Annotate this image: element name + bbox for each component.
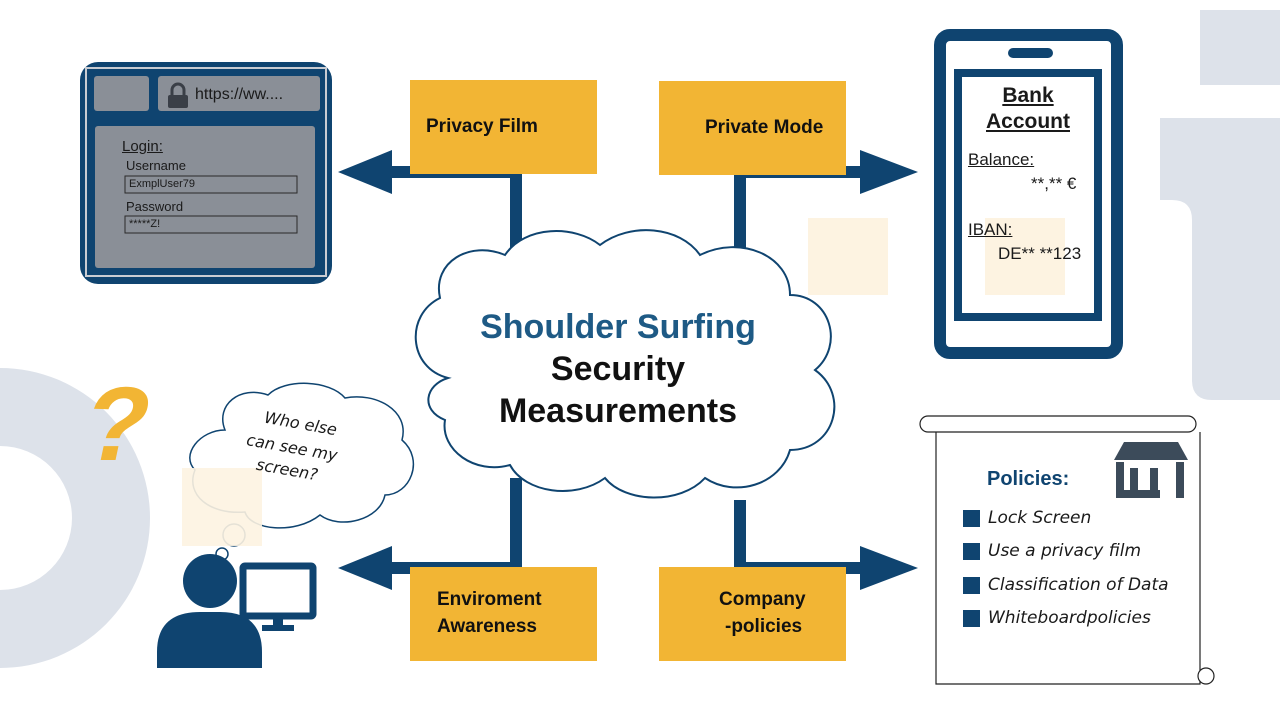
iban-label: IBAN: — [968, 220, 1013, 239]
browser-url: https://ww.... — [195, 86, 284, 103]
private-mode-box: Private Mode — [659, 81, 846, 175]
balance-label: Balance: — [968, 150, 1035, 169]
policy-text: Classification of Data — [988, 575, 1169, 595]
person-highlight — [182, 468, 262, 546]
arrowheads — [338, 150, 918, 590]
policies-heading: Policies: — [987, 468, 1070, 490]
watermark-ring-left — [0, 368, 150, 668]
browser-inner-border — [85, 67, 327, 277]
highlight-square — [808, 218, 888, 295]
browser-window — [80, 62, 332, 284]
scroll-top-roll — [919, 415, 1197, 433]
question-mark-icon: ? — [73, 366, 162, 483]
private-mode-label: Private Mode — [705, 116, 824, 138]
browser-tab[interactable] — [94, 76, 149, 111]
browser-address-bar[interactable] — [158, 76, 320, 111]
environment-label-2: Awareness — [437, 616, 537, 637]
environment-box: Enviroment Awareness — [410, 567, 597, 661]
policy-item: Lock Screen — [963, 508, 1091, 528]
connector-company — [734, 500, 865, 574]
password-field[interactable] — [124, 215, 298, 234]
bank-heading-2: Account — [986, 110, 1070, 133]
monitor-icon — [239, 562, 317, 631]
watermark-block-right — [1160, 118, 1280, 400]
user-icon — [157, 554, 262, 668]
bullet-icon — [963, 609, 980, 627]
phone — [934, 29, 1123, 359]
policy-text: Use a privacy film — [988, 541, 1142, 561]
policy-text: Whiteboardpolicies — [988, 608, 1151, 628]
title-line-3: Measurements — [498, 392, 738, 430]
environment-label-1: Enviroment — [437, 589, 542, 611]
title-line-2: Security — [550, 350, 686, 388]
privacy-film-box: Privacy Film — [410, 80, 597, 174]
watermark-block-top — [1200, 10, 1280, 85]
store-icon — [1114, 442, 1188, 498]
arrow-icon — [338, 150, 392, 194]
policy-item: Whiteboardpolicies — [963, 608, 1151, 628]
policy-item: Classification of Data — [963, 575, 1169, 595]
bullet-icon — [963, 542, 980, 560]
title-line-1: Shoulder Surfing — [480, 308, 756, 346]
phone-highlight — [985, 218, 1065, 295]
policy-text: Lock Screen — [988, 508, 1092, 528]
arrow-icon — [338, 546, 392, 590]
password-label: Password — [126, 199, 184, 214]
company-box: Company -policies — [659, 567, 846, 661]
balance-value: **,** € — [1031, 174, 1077, 193]
privacy-film-label: Privacy Film — [426, 115, 538, 137]
svg-text:?: ? — [73, 366, 162, 483]
company-label-1: Company — [719, 589, 806, 611]
phone-speaker — [1008, 48, 1053, 58]
username-field[interactable] — [124, 175, 298, 194]
central-cloud — [414, 229, 836, 499]
iban-value: DE** **123 — [998, 244, 1082, 263]
scroll-bottom-roll — [1197, 667, 1215, 685]
policy-item: Use a privacy film — [963, 541, 1141, 561]
password-value: *****Z! — [129, 218, 161, 230]
arrow-icon — [860, 150, 918, 194]
username-value: ExmplUser79 — [129, 178, 196, 190]
login-heading: Login: — [122, 138, 163, 155]
company-label-2: -policies — [725, 616, 803, 637]
watermark-shapes — [0, 10, 1280, 668]
bank-heading-1: Bank — [1002, 84, 1054, 107]
connector-environment — [385, 478, 522, 574]
arrow-icon — [860, 546, 918, 590]
bullet-icon — [963, 509, 980, 527]
lock-icon — [168, 82, 188, 108]
bullet-icon — [963, 576, 980, 594]
connector-privacy-film — [385, 166, 522, 248]
username-label: Username — [126, 158, 186, 173]
